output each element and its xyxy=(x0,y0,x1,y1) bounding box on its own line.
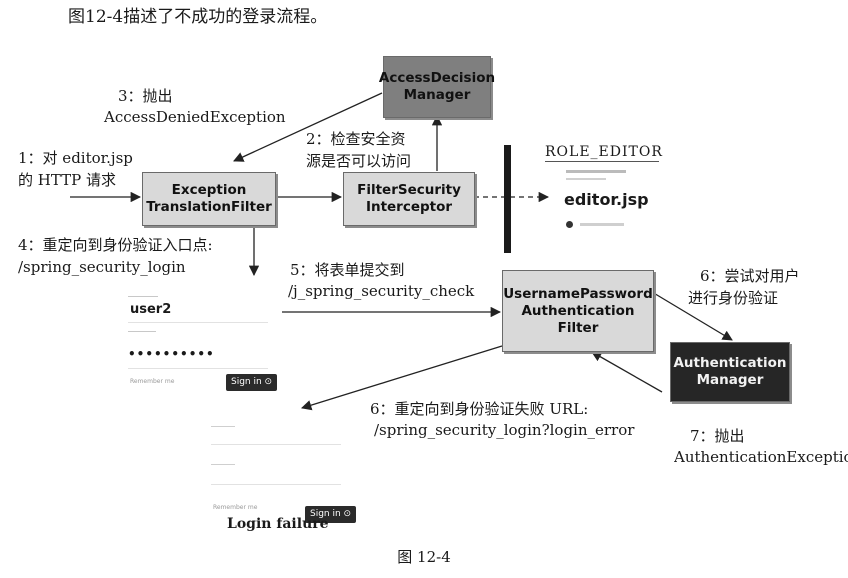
arrow-auth-exception xyxy=(591,351,663,393)
step-6a-line-1: 6：尝试对用户 xyxy=(700,267,800,285)
failure-password-label-line xyxy=(211,464,235,465)
role-panel-line xyxy=(566,178,606,180)
step-6b-line-1: 6：重定向到身份验证失败 URL: xyxy=(370,400,589,418)
access-decision-manager-box: AccessDecision Manager xyxy=(379,56,495,118)
login-failure-form: Remember me Sign in ⊙ Login failure xyxy=(205,420,357,538)
login-form: user2 •••••••••• Remember me Sign in ⊙ xyxy=(118,290,278,400)
role-panel-header-bar xyxy=(566,170,626,173)
editor-page-title: editor.jsp xyxy=(564,190,649,209)
login-failure-label: Login failure xyxy=(227,516,329,532)
step-6b-line-2: /spring_security_login?login_error xyxy=(374,421,635,439)
failure-sign-in-button[interactable]: Sign in ⊙ xyxy=(305,506,357,523)
role-panel-icon xyxy=(566,221,573,228)
password-underline xyxy=(128,368,268,369)
step-2-line-1: 2：检查安全资 xyxy=(306,130,406,148)
step-7-line-1: 7：抛出 xyxy=(690,427,745,445)
step-5-line-1: 5：将表单提交到 xyxy=(290,261,405,279)
role-panel-dots xyxy=(580,223,624,226)
step-3-line-1: 3：抛出 xyxy=(118,87,173,105)
username-underline xyxy=(128,322,268,323)
step-2-line-2: 源是否可以访问 xyxy=(306,152,412,170)
role-panel-underline xyxy=(545,161,659,162)
step-3-line-2: AccessDeniedException xyxy=(104,108,286,126)
sign-in-button[interactable]: Sign in ⊙ xyxy=(226,374,278,391)
role-editor-panel: ROLE_EDITOR editor.jsp xyxy=(540,142,670,252)
arrow-failure-redirect xyxy=(301,345,503,411)
username-value[interactable]: user2 xyxy=(130,302,172,317)
figure-caption: 图 12-4 xyxy=(397,548,451,566)
divider-bar xyxy=(504,145,511,253)
username-password-filter-box: UsernamePassword Authentication Filter xyxy=(502,270,654,352)
password-value[interactable]: •••••••••• xyxy=(128,347,215,361)
step-1-line-2: 的 HTTP 请求 xyxy=(18,171,116,189)
failure-username-underline xyxy=(211,444,341,445)
exception-translation-filter-box: Exception TranslationFilter xyxy=(142,172,276,226)
failure-remember-me-label[interactable]: Remember me xyxy=(213,504,258,511)
failure-password-underline xyxy=(211,484,341,485)
filter-security-interceptor-box: FilterSecurity Interceptor xyxy=(343,172,475,226)
remember-me-label[interactable]: Remember me xyxy=(130,378,175,385)
authentication-manager-box: Authentication Manager xyxy=(670,342,790,402)
step-1-line-1: 1：对 editor.jsp xyxy=(18,149,133,167)
arrow-authenticate xyxy=(651,291,733,341)
step-5-line-2: /j_spring_security_check xyxy=(288,282,475,300)
step-6a-line-2: 进行身份验证 xyxy=(688,289,779,307)
role-editor-title: ROLE_EDITOR xyxy=(545,144,663,160)
failure-username-label-line xyxy=(211,426,235,427)
password-label-line xyxy=(128,331,156,332)
arrow-access-denied xyxy=(233,92,383,162)
step-4-line-2: /spring_security_login xyxy=(18,258,186,276)
username-label-line xyxy=(128,296,158,297)
intro-text: 图12-4描述了不成功的登录流程。 xyxy=(68,7,328,27)
step-4-line-1: 4：重定向到身份验证入口点: xyxy=(18,236,213,254)
step-7-line-2: AuthenticationException xyxy=(674,448,848,466)
